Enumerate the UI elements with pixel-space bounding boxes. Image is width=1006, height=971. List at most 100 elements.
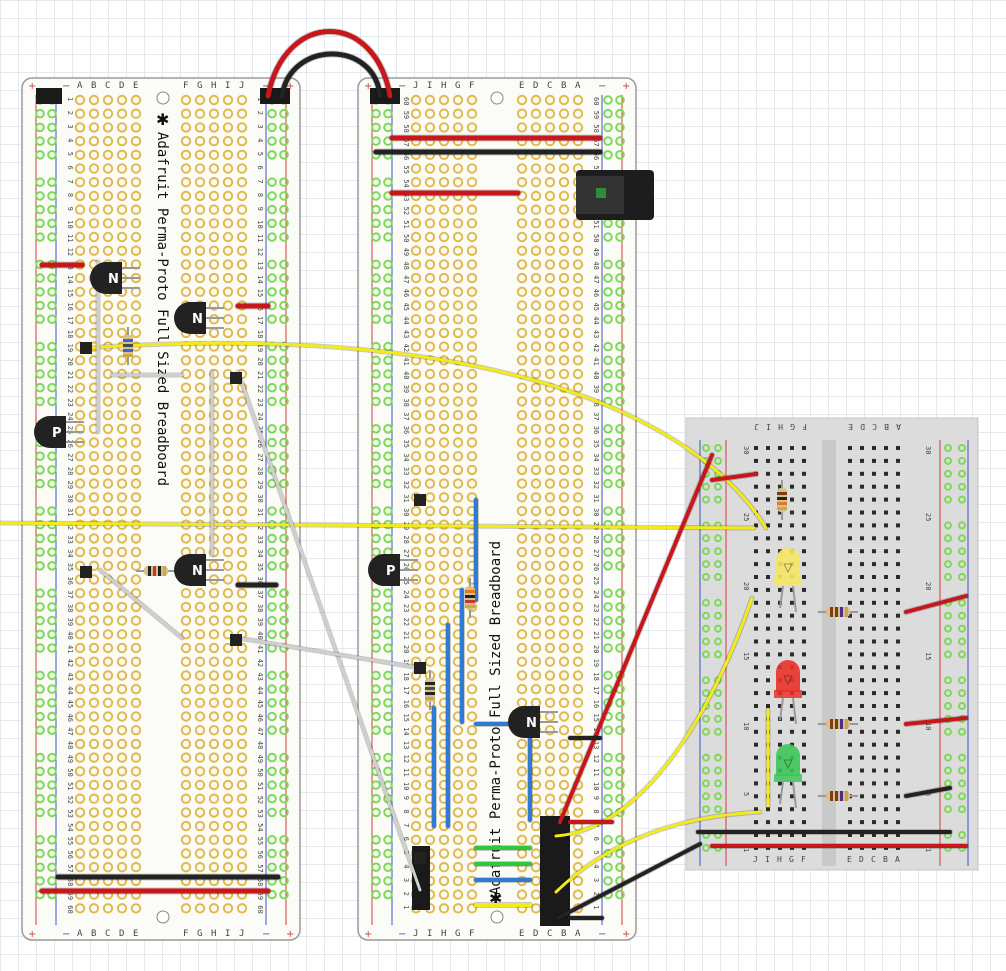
proto-pad: [194, 409, 206, 421]
row-number: 59: [66, 892, 74, 900]
breadboard-rail-hole: [702, 611, 710, 620]
rail-plus-label: +: [28, 929, 36, 940]
column-letter: I: [427, 929, 432, 939]
proto-pad: [466, 793, 478, 804]
proto-pad: [438, 601, 450, 613]
proto-pad: [116, 382, 128, 393]
resistor-band: [465, 600, 475, 603]
proto-pad: [102, 642, 114, 654]
breadboard-hole: [754, 794, 758, 799]
proto-pad: [74, 409, 86, 421]
proto-pad: [194, 656, 206, 667]
row-number: 20: [592, 645, 600, 653]
rail-pad: [383, 382, 393, 393]
column-letter: G: [197, 81, 202, 91]
proto-pad: [194, 615, 206, 626]
header-block-top-right: [370, 88, 400, 104]
row-number: 60: [66, 905, 74, 913]
column-letter: G: [455, 929, 460, 939]
rail-pad: [615, 506, 625, 516]
proto-pad: [452, 218, 464, 229]
proto-pad: [222, 272, 234, 284]
breadboard-rail-hole: [702, 779, 710, 788]
rail-pad: [383, 711, 393, 722]
proto-pad: [236, 451, 248, 462]
breadboard-hole: [802, 807, 806, 812]
rail-pad: [35, 848, 45, 859]
proto-pad: [516, 601, 528, 613]
proto-pad: [194, 259, 206, 270]
proto-pad: [74, 711, 86, 722]
proto-pad: [208, 355, 220, 366]
rail-pad: [35, 670, 45, 681]
row-number: 46: [256, 714, 264, 722]
proto-pad: [572, 574, 584, 585]
proto-pad: [208, 793, 220, 804]
breadboard-hole: [802, 497, 806, 502]
rail-pad: [279, 793, 289, 804]
rail-minus-label: −: [598, 81, 606, 92]
proto-pad: [88, 683, 100, 695]
breadboard-hole: [778, 794, 782, 799]
proto-pad: [452, 437, 464, 448]
proto-pad: [116, 135, 128, 147]
row-number: 47: [256, 727, 264, 735]
proto-pad: [530, 601, 542, 613]
proto-pad: [208, 300, 220, 311]
wire-grey: [236, 636, 422, 670]
proto-pad: [222, 135, 234, 147]
rail-pad: [615, 259, 625, 270]
row-number: 50: [66, 768, 74, 776]
breadboard-hole: [884, 497, 888, 502]
proto-pad: [130, 423, 142, 434]
rail-pad: [35, 232, 45, 242]
proto-pad: [236, 492, 248, 503]
breadboard-hole: [754, 768, 758, 773]
proto-pad: [572, 423, 584, 434]
rail-pad: [603, 259, 613, 270]
proto-pad: [424, 355, 436, 366]
breadboard-hole: [766, 510, 770, 515]
proto-pad: [410, 752, 422, 763]
proto-pad: [558, 683, 570, 695]
row-number: 17: [66, 316, 74, 324]
rail-pad: [35, 396, 45, 407]
proto-pad: [236, 355, 248, 366]
proto-pad: [410, 437, 422, 448]
proto-pad: [88, 492, 100, 503]
rail-pad: [47, 780, 57, 790]
proto-pad: [516, 519, 528, 530]
resistor-band: [845, 719, 848, 729]
proto-pad: [424, 478, 436, 489]
proto-pad: [410, 615, 422, 626]
proto-pad: [102, 122, 114, 133]
proto-pad: [102, 862, 114, 873]
proto-pad: [208, 588, 220, 599]
proto-pad: [544, 245, 556, 256]
breadboard-hole: [884, 716, 888, 721]
breadboard-hole: [766, 613, 770, 618]
breadboard-hole: [754, 523, 758, 528]
breadboard-hole: [872, 613, 876, 618]
breadboard-rail-hole: [958, 624, 966, 633]
proto-pad: [74, 656, 86, 667]
row-number: 47: [592, 275, 600, 283]
proto-pad: [452, 889, 464, 900]
led-body: [776, 548, 800, 580]
row-number: 7: [256, 179, 264, 183]
proto-pad: [130, 464, 142, 476]
proto-pad: [236, 793, 248, 804]
breadboard-hole: [790, 523, 794, 528]
breadboard-letter: I: [765, 855, 770, 864]
rail-pad: [279, 862, 289, 873]
rail-pad: [383, 684, 393, 694]
proto-pad: [466, 327, 478, 339]
rail-pad: [615, 150, 625, 160]
resistor-band: [840, 719, 843, 729]
proto-pad: [88, 697, 100, 708]
proto-pad: [222, 642, 234, 654]
proto-pad: [130, 492, 142, 503]
column-letter: F: [469, 929, 474, 939]
resistor-band: [840, 791, 843, 801]
